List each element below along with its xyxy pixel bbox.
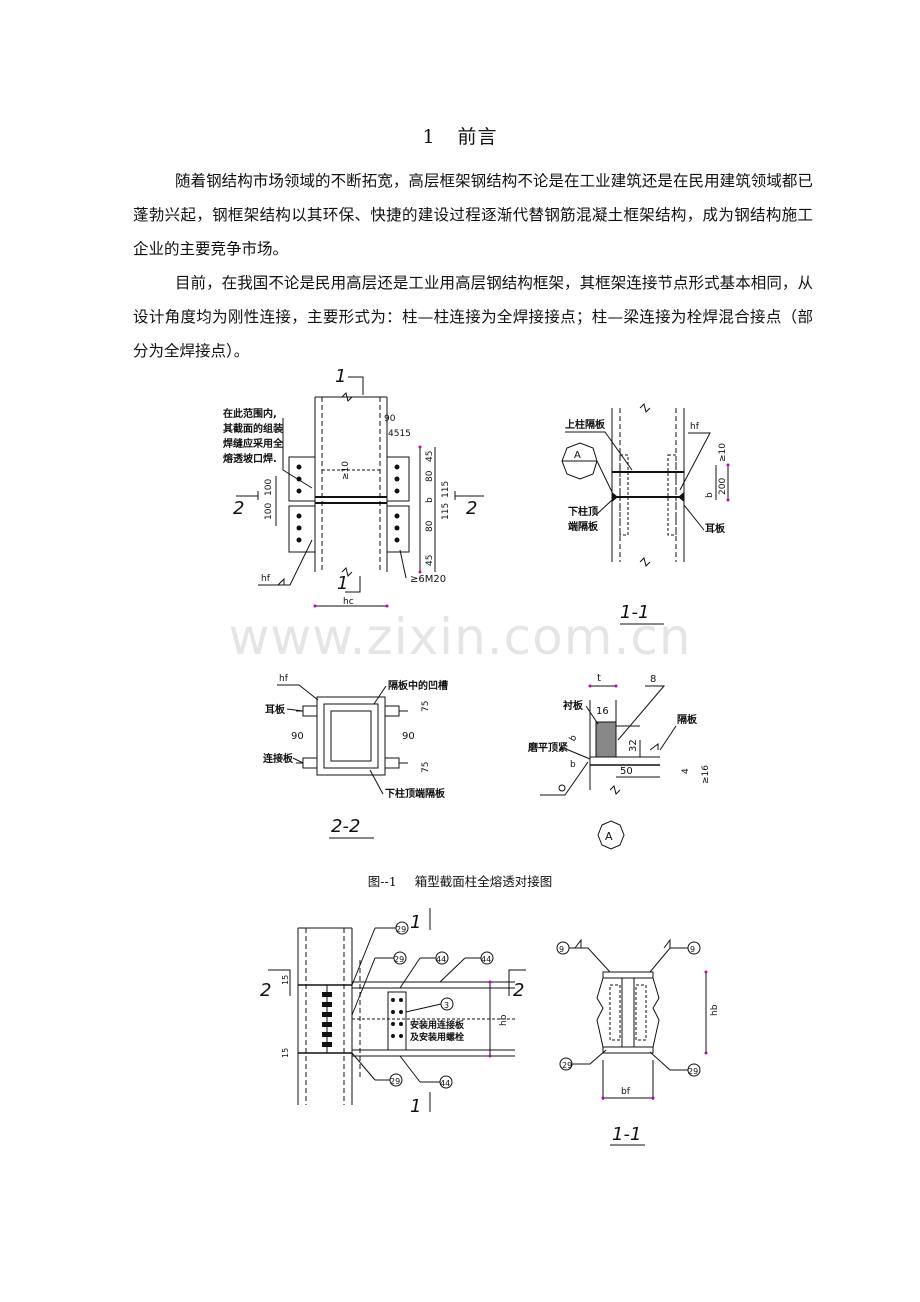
fig1-elev-mark-2-left: 2 xyxy=(233,498,244,519)
fig1-note-line-4: 熔透坡口焊. xyxy=(223,452,277,465)
fig2-section-1-1: 9 9 29 29 hb bf 1-1 xyxy=(556,938,720,1146)
fig1-dim-45b: 45 xyxy=(425,555,435,566)
fig1-da-label-ground: 磨平顶紧 xyxy=(527,741,568,754)
fig1-da-dim-t: t xyxy=(597,673,601,684)
fig1-note-line-3: 焊缝应采用全 xyxy=(223,437,284,450)
fig2-weld-29b: 29 xyxy=(394,955,404,964)
fig1-s11-hf: hf xyxy=(690,422,700,432)
paragraph-1: 随着钢结构市场领域的不断拓宽，高层框架钢结构不论是在工业建筑还是在民用建筑领域都… xyxy=(133,172,813,258)
fig1-dim-115b: 115 xyxy=(441,503,451,520)
fig1-s22-dim-75-bottom: 75 xyxy=(421,762,431,773)
fig1-section-2-2: hf 隔板中的凹槽 耳板 连接板 90 90 75 75 下柱顶端隔板 2-2 xyxy=(263,674,448,839)
fig1-s11-label-upper-diaphragm: 上柱隔板 xyxy=(565,418,606,431)
fig1-s11-dim-b: b xyxy=(705,492,715,498)
fig2-s11-weld-9a: 9 xyxy=(559,945,564,954)
fig1-note-line-2: 其截面的组装 xyxy=(223,422,283,435)
fig1-hc: hc xyxy=(343,597,354,607)
fig2-weld-44b: 44 xyxy=(481,955,491,964)
fig1-da-label-backing: 衬板 xyxy=(563,699,584,712)
fig2-s11-weld-9b: 9 xyxy=(690,945,695,954)
section-title: 1 前言 xyxy=(0,122,920,149)
fig1-s22-label-ear: 耳板 xyxy=(265,703,286,716)
fig2-elev-mark-2-left: 2 xyxy=(260,980,271,1001)
fig1-dim-b: b xyxy=(425,497,435,503)
fig1-bolt-label: ≥6M20 xyxy=(410,574,446,585)
fig1-dim-100b: 100 xyxy=(264,503,274,520)
fig1-dim-4515: 4515 xyxy=(388,429,411,439)
fig1-dim-80b: 80 xyxy=(425,520,435,532)
fig1-s22-label-groove: 隔板中的凹槽 xyxy=(388,679,448,692)
fig2-weld-3: 3 xyxy=(444,1001,449,1010)
fig1-s11-dim-ge10: ≥10 xyxy=(718,443,728,462)
fig1-elev-hf: hf xyxy=(261,574,271,584)
fig1-elev-mark-1-bottom: 1 xyxy=(337,573,348,594)
fig1-s11-label-bottom-2: 端隔板 xyxy=(568,520,599,533)
fig1-dim-45a: 45 xyxy=(425,451,435,462)
figure-1-caption: 图--1 箱型截面柱全熔透对接图 xyxy=(0,871,920,890)
fig2-weld-29a: 29 xyxy=(396,925,406,934)
fig2-weld-44a: 44 xyxy=(436,955,446,964)
fig1-s22-dim-90-right: 90 xyxy=(402,731,415,742)
fig1-s22-hf: hf xyxy=(279,674,289,684)
figure-1-caption-text: 箱型截面柱全熔透对接图 xyxy=(414,874,553,889)
fig1-s11-label-bottom-1: 下柱顶 xyxy=(568,505,598,518)
fig1-s22-label-connector: 连接板 xyxy=(263,752,294,765)
fig1-da-dim-32: 32 xyxy=(628,739,639,752)
fig1-elev-mark-1-top: 1 xyxy=(335,366,346,387)
fig1-da-dim-50: 50 xyxy=(620,766,633,777)
fig2-elevation: 1 1 2 2 15 15 hb 29 29 44 44 3 29 44 安装用… xyxy=(260,908,526,1117)
fig1-dim-ge10: ≥10 xyxy=(341,461,351,480)
fig1-s11-title: 1-1 xyxy=(620,602,649,623)
fig1-s11-dim-200: 200 xyxy=(718,478,728,495)
fig2-s11-title: 1-1 xyxy=(612,1124,641,1145)
fig1-da-dim-4: 4 xyxy=(681,768,691,774)
dimension-ticks xyxy=(313,445,730,1100)
fig1-dim-80a: 80 xyxy=(425,470,435,482)
fig2-elev-dim-15a: 15 xyxy=(281,975,290,985)
fig1-s22-dim-90-left: 90 xyxy=(291,731,304,742)
fig2-weld-29c: 29 xyxy=(390,1077,400,1086)
fig1-s22-label-bottom-diaphragm: 下柱顶端隔板 xyxy=(385,787,446,800)
fig1-s22-dim-75-top: 75 xyxy=(421,701,431,712)
fig2-elev-mark-2-right: 2 xyxy=(513,980,524,1001)
fig2-label-bolts: 及安装用螺栓 xyxy=(410,1031,464,1043)
fig1-da-label-diaphragm: 隔板 xyxy=(677,713,698,726)
fig1-da-dim-16: 16 xyxy=(596,706,609,717)
fig1-dim-115a: 115 xyxy=(441,481,451,498)
fig2-s11-dim-hb: hb xyxy=(710,1004,720,1016)
figure-1-number: 图--1 xyxy=(367,874,397,889)
fig1-s11-detail-mark: A xyxy=(574,450,581,461)
paragraph-2: 目前，在我国不论是民用高层还是工业用高层钢结构框架，其框架连接节点形式基本相同，… xyxy=(133,274,813,360)
fig1-da-mark: A xyxy=(605,830,613,843)
fig1-da-dim-b1: b xyxy=(568,733,580,743)
fig2-s11-weld-29b: 29 xyxy=(688,1067,698,1076)
section-number: 1 xyxy=(422,126,436,148)
fig1-elevation: 1 在此范围内, 其截面的组装 焊缝应采用全 熔透坡口焊. 2 xyxy=(223,366,484,607)
fig1-da-dim-8: 8 xyxy=(650,674,656,685)
fig1-s11-label-ear: 耳板 xyxy=(705,522,726,535)
fig2-elev-mark-1-top: 1 xyxy=(410,912,421,933)
fig2-s11-weld-29a: 29 xyxy=(562,1061,572,1070)
fig2-s11-dim-bf: bf xyxy=(621,1087,631,1097)
fig1-da-dim-b2: b xyxy=(570,760,576,770)
fig1-da-dim-ge16: ≥16 xyxy=(701,765,711,784)
fig1-s22-title: 2-2 xyxy=(331,816,360,837)
fig1-note-line-1: 在此范围内, xyxy=(223,407,277,420)
fig2-elev-dim-15b: 15 xyxy=(281,1048,290,1058)
fig1-elev-mark-2-right: 2 xyxy=(466,498,477,519)
fig2-elev-mark-1-bottom: 1 xyxy=(410,1096,421,1117)
fig1-detail-a: t 8 16 32 50 4 ≥16 b b 衬板 隔板 磨平顶紧 A xyxy=(527,673,711,850)
fig2-elev-dim-hb: hb xyxy=(499,1014,509,1026)
fig1-section-1-1: 上柱隔板 hf ≥10 200 b A 下柱顶 端隔板 耳板 1-1 xyxy=(561,403,729,625)
fig1-dim-90: 90 xyxy=(384,414,396,424)
section-heading: 前言 xyxy=(457,126,498,148)
fig2-label-plate: 安装用连接板 xyxy=(410,1019,465,1031)
fig2-weld-44c: 44 xyxy=(440,1079,450,1088)
fig1-dim-100a: 100 xyxy=(264,479,274,496)
watermark: www.zixin.com.cn xyxy=(228,608,692,666)
